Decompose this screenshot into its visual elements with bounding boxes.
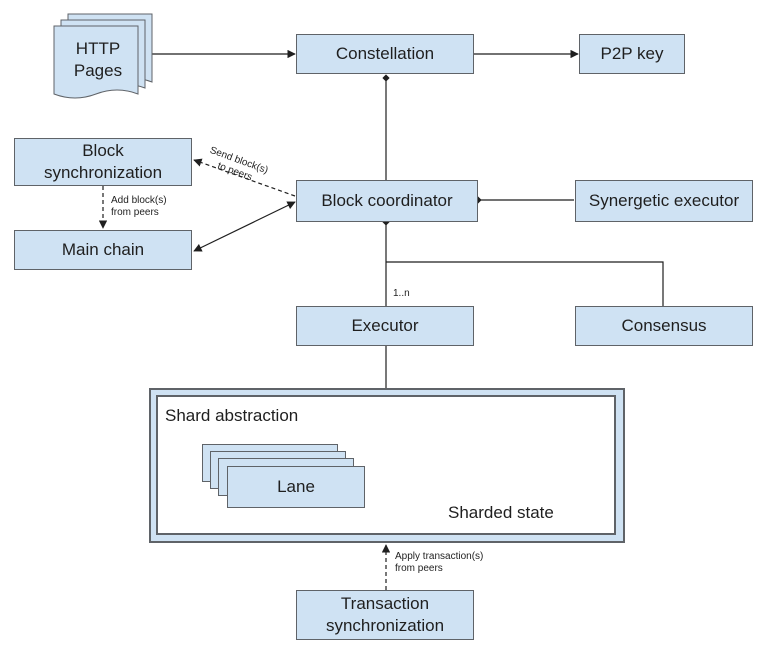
synergetic-executor-node[interactable]: Synergetic executor [575, 180, 753, 222]
constellation-node[interactable]: Constellation [296, 34, 474, 74]
executor-node[interactable]: Executor [296, 306, 474, 346]
main-chain-node[interactable]: Main chain [14, 230, 192, 270]
add-blocks-label: Add block(s) from peers [111, 195, 167, 218]
edge-coordinator-to-blocksync [193, 158, 296, 197]
http-pages-label: HTTP Pages [73, 39, 123, 80]
multiplicity-label: 1..n [393, 288, 410, 299]
consensus-node[interactable]: Consensus [575, 306, 753, 346]
edge-coordinator-main-chain [193, 201, 296, 252]
lane-node[interactable]: Lane [227, 466, 365, 508]
apply-transactions-label: Apply transaction(s) from peers [395, 551, 484, 574]
http-pages-icon [53, 13, 153, 99]
p2p-key-node[interactable]: P2P key [579, 34, 685, 74]
block-coordinator-node[interactable]: Block coordinator [296, 180, 478, 222]
shard-abstraction-title: Shard abstraction [165, 406, 299, 425]
transaction-synchronization-node[interactable]: Transaction synchronization [296, 590, 474, 640]
sharded-state-label: Sharded state [448, 503, 554, 522]
block-synchronization-node[interactable]: Block synchronization [14, 138, 192, 186]
edge-consensus-to-coordinator [386, 261, 664, 306]
